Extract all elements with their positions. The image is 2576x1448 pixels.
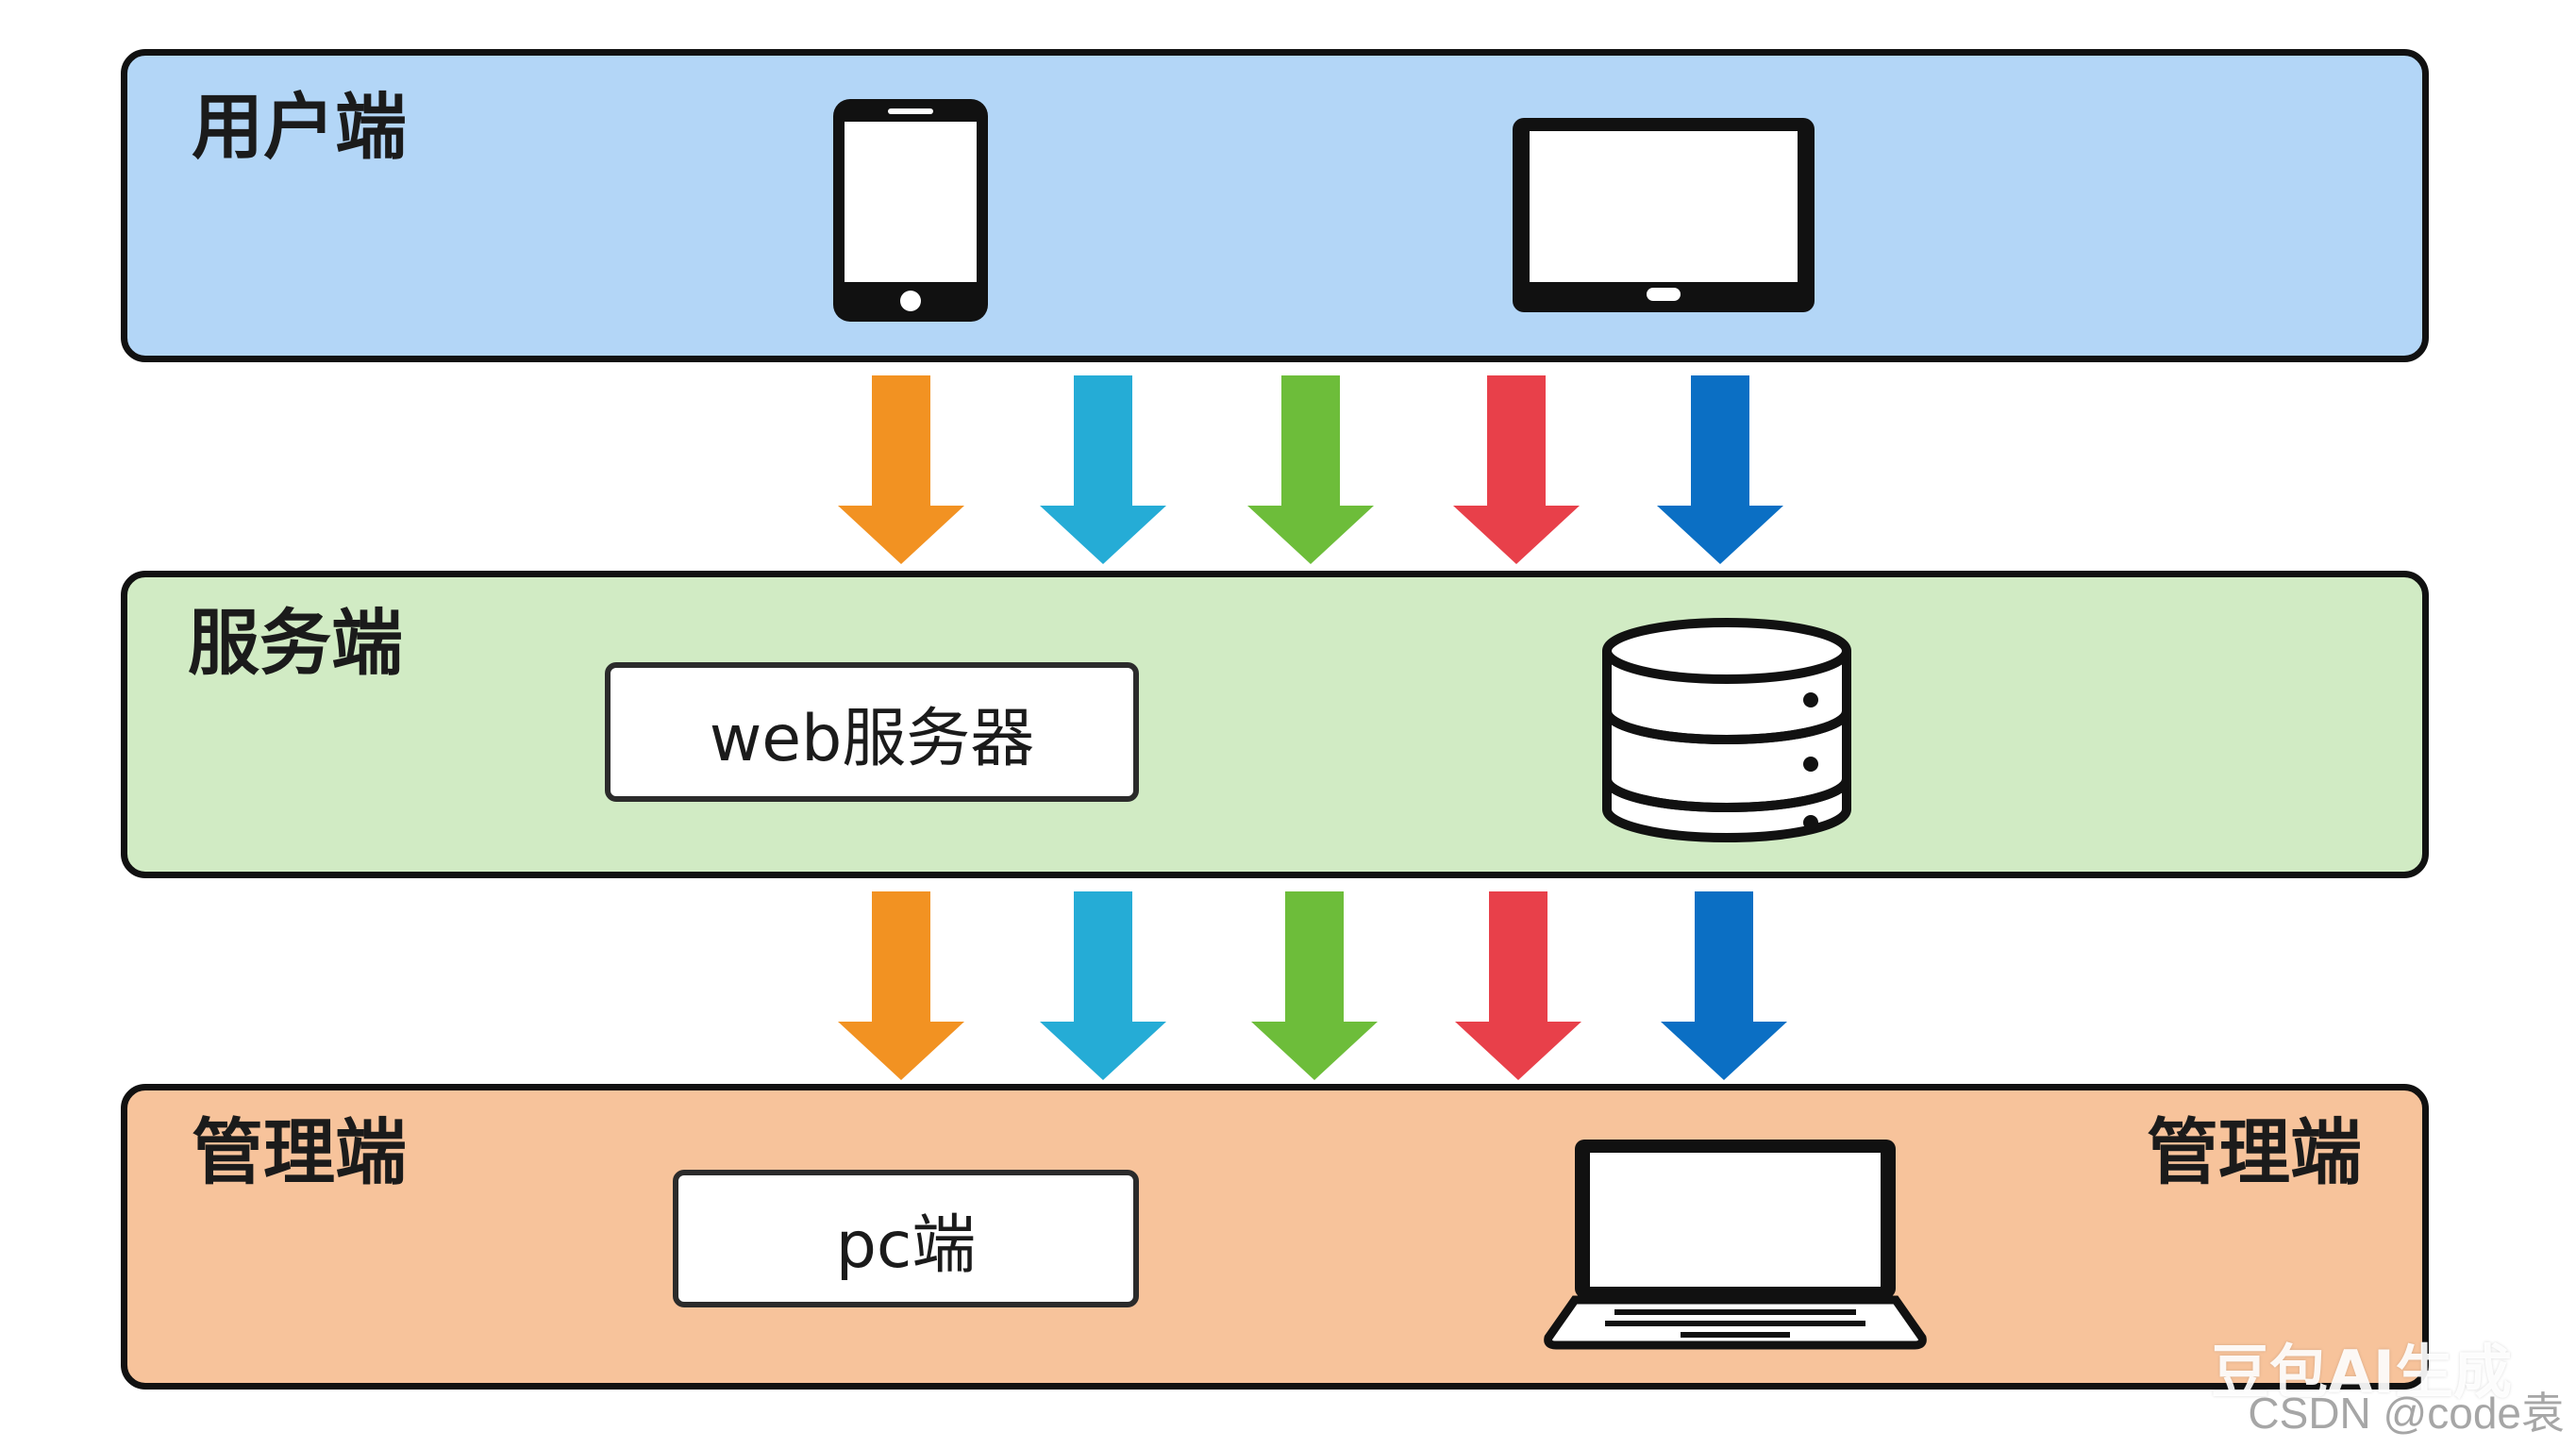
arrow-down-icon [1247,375,1374,564]
arrows-server-to-admin [0,891,2576,1080]
admin-tier-title: 管理端 [192,1110,407,1194]
user-tier-title: 用户端 [192,85,407,169]
user-tier: 用户端 [121,49,2429,362]
ai-watermark: 豆包AI生成 [2210,1338,2512,1406]
tablet-icon [1513,118,1815,312]
arrow-down-icon [1040,891,1166,1080]
web-server-box: web服务器 [605,662,1139,802]
arrow-down-icon [1657,375,1783,564]
arrow-down-icon [1455,891,1581,1080]
arrow-down-icon [1040,375,1166,564]
source-credit: CSDN @code袁 [2248,1389,2565,1438]
pc-client-box: pc端 [673,1170,1139,1307]
arrow-down-icon [1251,891,1378,1080]
server-tier-title: 服务端 [188,601,403,685]
admin-tier: 管理端 管理端 pc端 [121,1084,2429,1390]
laptop-icon [1544,1140,1927,1350]
arrow-down-icon [838,375,964,564]
arrows-user-to-server [0,375,2576,564]
arrow-down-icon [1661,891,1787,1080]
smartphone-icon [833,99,988,322]
arrow-down-icon [1453,375,1580,564]
database-icon [1602,618,1851,842]
server-tier: 服务端 web服务器 [121,571,2429,878]
admin-tier-title-right: 管理端 [2147,1110,2362,1194]
arrow-down-icon [838,891,964,1080]
